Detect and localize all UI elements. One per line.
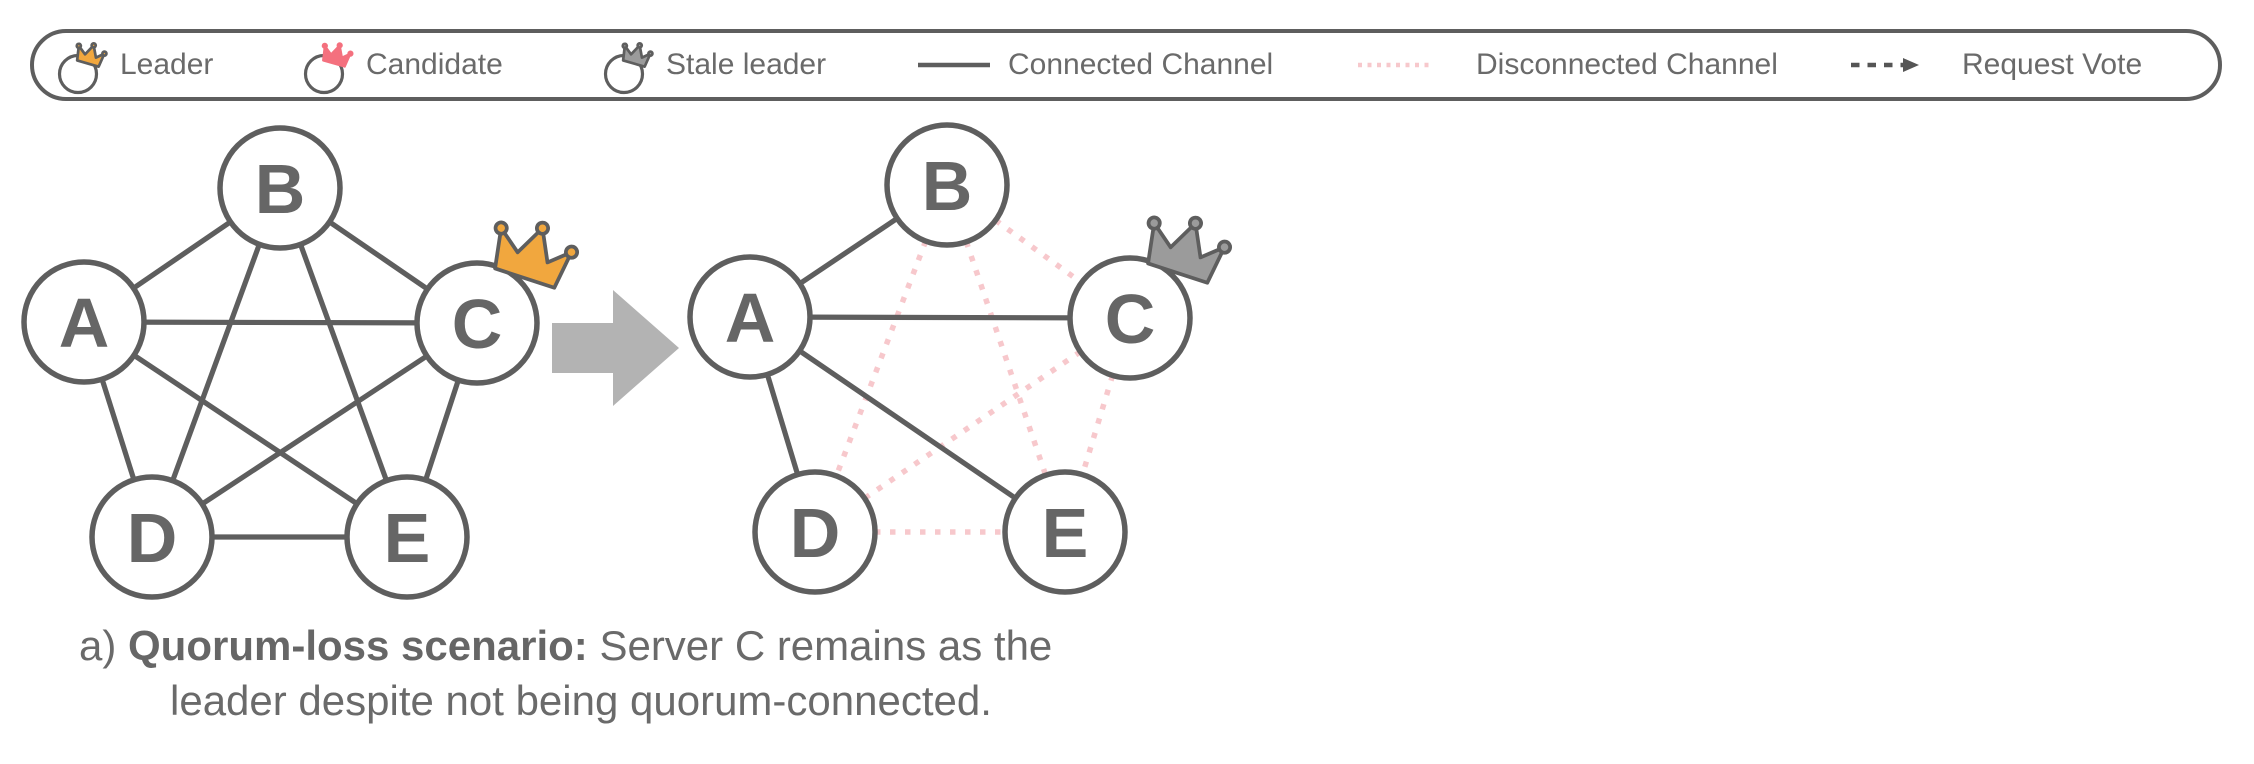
svg-text:A: A xyxy=(59,284,110,362)
server-node-A: A xyxy=(687,254,813,380)
edge-A-C-connected xyxy=(749,314,1131,321)
caption-text: Server C remains as the xyxy=(599,622,1053,669)
transition-arrow-icon xyxy=(552,290,679,406)
legend-item-disconnected-channel: Disconnected Channel xyxy=(1356,33,1778,97)
request-vote-arrow-icon xyxy=(1851,58,1919,72)
server-node-E: E xyxy=(344,474,470,600)
edge-A-E-connected xyxy=(748,314,1067,535)
stale-leader-crown-icon xyxy=(603,38,656,95)
candidate-crown-icon xyxy=(303,38,356,95)
legend-label-request-vote: Request Vote xyxy=(1962,48,2143,81)
server-node-D: D xyxy=(89,474,215,600)
legend-label-candidate: Candidate xyxy=(366,48,503,81)
svg-text:C: C xyxy=(1105,280,1156,358)
server-node-A: A xyxy=(21,259,147,385)
svg-text:D: D xyxy=(127,499,178,577)
svg-text:A: A xyxy=(725,279,776,357)
svg-text:E: E xyxy=(384,499,431,577)
legend-item-candidate: Candidate xyxy=(302,33,503,97)
legend-item-connected-channel: Connected Channel xyxy=(916,33,1273,97)
svg-text:B: B xyxy=(922,147,973,225)
svg-text:B: B xyxy=(255,150,306,228)
cluster-before-nodes: A B C D E xyxy=(21,125,585,600)
figure-caption-line-1: a) Quorum-loss scenario: Server C remain… xyxy=(79,622,1052,670)
caption-heading: Quorum-loss scenario: xyxy=(128,622,600,669)
legend-label-leader: Leader xyxy=(120,48,214,81)
svg-text:C: C xyxy=(452,285,503,363)
legend-label-connected-channel: Connected Channel xyxy=(1008,48,1274,81)
figure-caption-line-2: leader despite not being quorum-connecte… xyxy=(170,677,992,725)
cluster-after-nodes: A B C D E xyxy=(687,122,1238,595)
connected-line-icon xyxy=(918,62,990,68)
caption-index: a) xyxy=(79,622,129,669)
server-node-C-stale-leader: C xyxy=(1067,255,1193,381)
server-node-C-leader: C xyxy=(414,260,540,386)
svg-text:E: E xyxy=(1042,494,1089,572)
legend-item-leader: Leader xyxy=(56,33,213,97)
legend: Leader Candidate Stale leader Connected … xyxy=(30,29,2222,101)
edge-A-E-connected xyxy=(82,319,409,540)
server-node-B: B xyxy=(217,125,343,251)
disconnected-line-icon xyxy=(1358,62,1430,68)
legend-label-disconnected-channel: Disconnected Channel xyxy=(1476,48,1778,81)
server-node-D: D xyxy=(752,469,878,595)
server-node-E: E xyxy=(1002,469,1128,595)
legend-item-stale-leader: Stale leader xyxy=(602,33,826,97)
edge-A-C-connected xyxy=(83,319,478,326)
legend-item-request-vote: Request Vote xyxy=(1849,33,2142,97)
legend-label-stale-leader: Stale leader xyxy=(666,48,827,81)
svg-text:D: D xyxy=(790,494,841,572)
caption-text-continued: leader despite not being quorum-connecte… xyxy=(170,677,992,724)
edge-C-D-disconnected xyxy=(813,315,1132,535)
server-node-B: B xyxy=(884,122,1010,248)
leader-crown-icon xyxy=(57,38,110,95)
edge-C-D-connected xyxy=(150,320,479,540)
cluster-diagrams: A B C D E A xyxy=(21,122,1238,600)
